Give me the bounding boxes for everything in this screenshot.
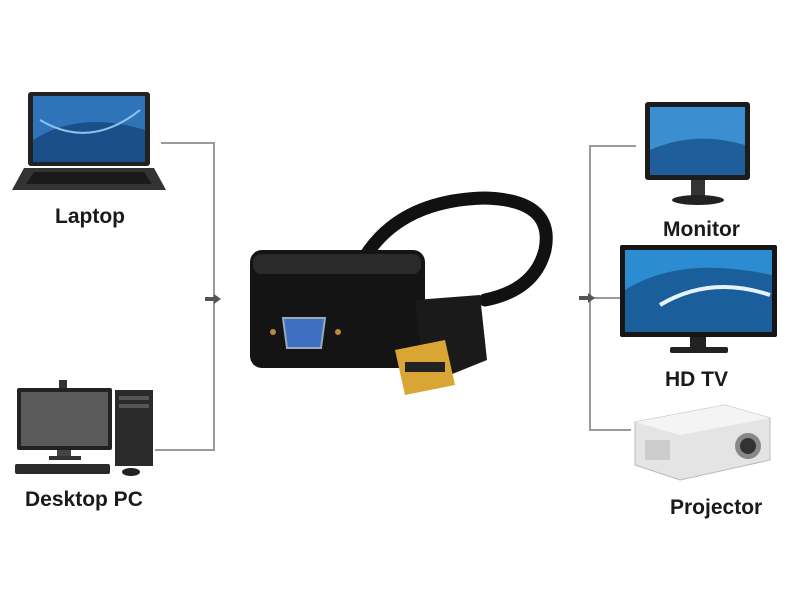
connector-line-monitor xyxy=(589,145,636,147)
laptop-icon xyxy=(12,92,166,190)
source-label-desktop-pc: Desktop PC xyxy=(25,488,143,511)
arrow-right-icon xyxy=(205,294,221,304)
desktop-pc-icon xyxy=(15,380,153,476)
connector-line-right-vertical xyxy=(589,145,591,431)
monitor-icon xyxy=(645,102,750,205)
tv-icon xyxy=(620,245,777,353)
connector-line-laptop xyxy=(161,142,214,144)
output-label-projector: Projector xyxy=(670,496,763,519)
source-label-laptop: Laptop xyxy=(55,205,125,228)
connector-line-desktop xyxy=(155,449,215,451)
projector-icon xyxy=(634,404,771,481)
output-label-monitor: Monitor xyxy=(663,218,740,241)
connector-line-projector xyxy=(589,429,631,431)
output-label-hdtv: HD TV xyxy=(665,368,728,391)
arrow-right-icon xyxy=(579,293,595,303)
connector-line-hdtv xyxy=(589,297,621,299)
displayport-to-vga-adapter-icon xyxy=(250,191,553,395)
